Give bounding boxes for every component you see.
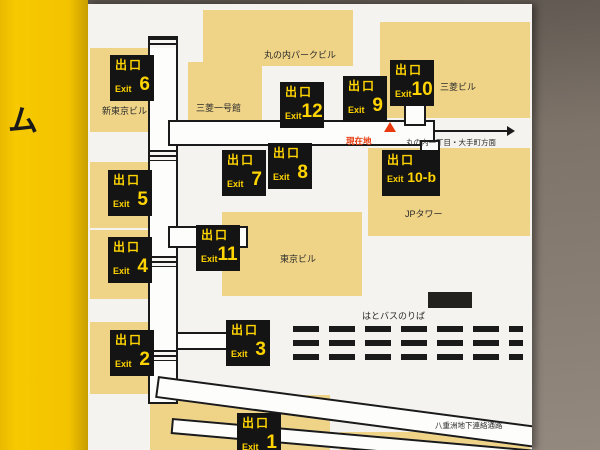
exit-label-en: Exit xyxy=(387,174,404,184)
direction-arrow-icon xyxy=(507,126,515,136)
exit-box-10b: 出口 Exit 10-b xyxy=(382,150,440,196)
exit-label-jp: 出口 xyxy=(285,85,314,99)
label-shin-tokyo: 新東京ビル xyxy=(102,106,148,116)
exit-label-jp: 出口 xyxy=(201,228,230,242)
yellow-sign-strip: ム xyxy=(0,0,88,450)
bus-bay-row xyxy=(293,340,523,346)
exit-label-en: Exit xyxy=(285,111,302,121)
exit-label-en: Exit xyxy=(115,84,132,94)
exit-number: 5 xyxy=(137,189,148,210)
stairs-icon xyxy=(150,350,176,361)
exit-box-3: 出口 Exit 3 xyxy=(226,320,270,366)
exit-label-jp: 出口 xyxy=(242,416,271,430)
direction-arrow-line xyxy=(435,130,507,132)
exit-label-en: Exit xyxy=(273,172,290,182)
corridor-stub-exit10 xyxy=(404,104,426,126)
exit-number: 9 xyxy=(372,95,383,116)
exit-number: 3 xyxy=(255,339,266,360)
exit-label-jp: 出口 xyxy=(348,79,377,93)
exit-label-jp: 出口 xyxy=(273,146,302,160)
exit-number: 6 xyxy=(139,74,150,95)
exit-box-5: 出口 Exit 5 xyxy=(108,170,152,216)
stairs-icon xyxy=(150,256,176,267)
exit-box-2: 出口 Exit 2 xyxy=(110,330,154,376)
bus-bay-row xyxy=(293,354,523,360)
exit-label-en: Exit xyxy=(242,442,259,450)
exit-number: 1 xyxy=(266,432,277,450)
label-direction: 丸の内一丁目・大手町方面 xyxy=(406,138,496,147)
exit-label-en: Exit xyxy=(201,254,218,264)
exit-box-12: 出口 Exit 12 xyxy=(280,82,324,128)
current-location-marker-icon xyxy=(384,122,396,132)
stairs-icon xyxy=(150,38,176,48)
exit-label-jp: 出口 xyxy=(227,153,256,167)
exit-box-4: 出口 Exit 4 xyxy=(108,237,152,283)
exit-box-8: 出口 Exit 8 xyxy=(268,143,312,189)
exit-label-en: Exit xyxy=(348,105,365,115)
exit-label-jp: 出口 xyxy=(395,63,424,77)
exit-label-en: Exit xyxy=(227,179,244,189)
exit-number: 7 xyxy=(251,169,262,190)
exit-box-10: 出口 Exit 10 xyxy=(390,60,434,106)
exit-number: 4 xyxy=(137,256,148,277)
exit-label-en: Exit xyxy=(113,199,130,209)
building-marunouchi-park xyxy=(203,10,353,66)
exit-label-jp: 出口 xyxy=(387,153,416,167)
exit-label-en: Exit xyxy=(395,89,412,99)
exit-label-jp: 出口 xyxy=(115,333,144,347)
building-mitsubishi-ichigokan xyxy=(188,62,262,126)
stairs-icon xyxy=(150,150,176,161)
building-block-dark xyxy=(428,292,472,308)
label-yaesu-passage: 八重洲地下連絡通路 xyxy=(435,421,503,430)
exit-box-6: 出口 Exit 6 xyxy=(110,55,154,101)
label-hato-bus: はとバスのりば xyxy=(362,311,426,321)
label-marunouchi-park: 丸の内パークビル xyxy=(264,50,337,60)
exit-label-jp: 出口 xyxy=(113,173,142,187)
exit-number: 8 xyxy=(297,162,308,183)
exit-box-7: 出口 Exit 7 xyxy=(222,150,266,196)
exit-map-panel: 出口 Exit 6 出口 Exit 12 出口 Exit 9 出口 Exit 1… xyxy=(88,4,532,450)
exit-label-en: Exit xyxy=(231,349,248,359)
exit-number: 10 xyxy=(411,79,433,100)
exit-number: 12 xyxy=(301,101,323,122)
exit-box-9: 出口 Exit 9 xyxy=(343,76,387,122)
exit-label-jp: 出口 xyxy=(231,323,260,337)
label-jp-tower: JPタワー xyxy=(405,209,443,219)
label-current-location: 現在地 xyxy=(346,136,372,146)
exit-label-en: Exit xyxy=(115,359,132,369)
exit-box-1: 出口 Exit 1 xyxy=(237,413,281,450)
exit-label-jp: 出口 xyxy=(113,240,142,254)
label-mitsubishi: 三菱ビル xyxy=(440,82,477,92)
exit-label-en: Exit xyxy=(113,266,130,276)
exit-box-11: 出口 Exit 11 xyxy=(196,225,240,271)
exit-number: 2 xyxy=(139,349,150,370)
label-mitsubishi-ichigokan: 三菱一号館 xyxy=(196,103,242,113)
label-tokyo-bldg: 東京ビル xyxy=(280,254,317,264)
partial-sign-text: ム xyxy=(8,105,38,138)
bus-bay-row xyxy=(293,326,523,332)
exit-number: 11 xyxy=(217,244,238,265)
exit-label-jp: 出口 xyxy=(115,58,144,72)
exit-number: 10-b xyxy=(407,169,436,185)
corridor-exit3-branch xyxy=(176,332,228,350)
